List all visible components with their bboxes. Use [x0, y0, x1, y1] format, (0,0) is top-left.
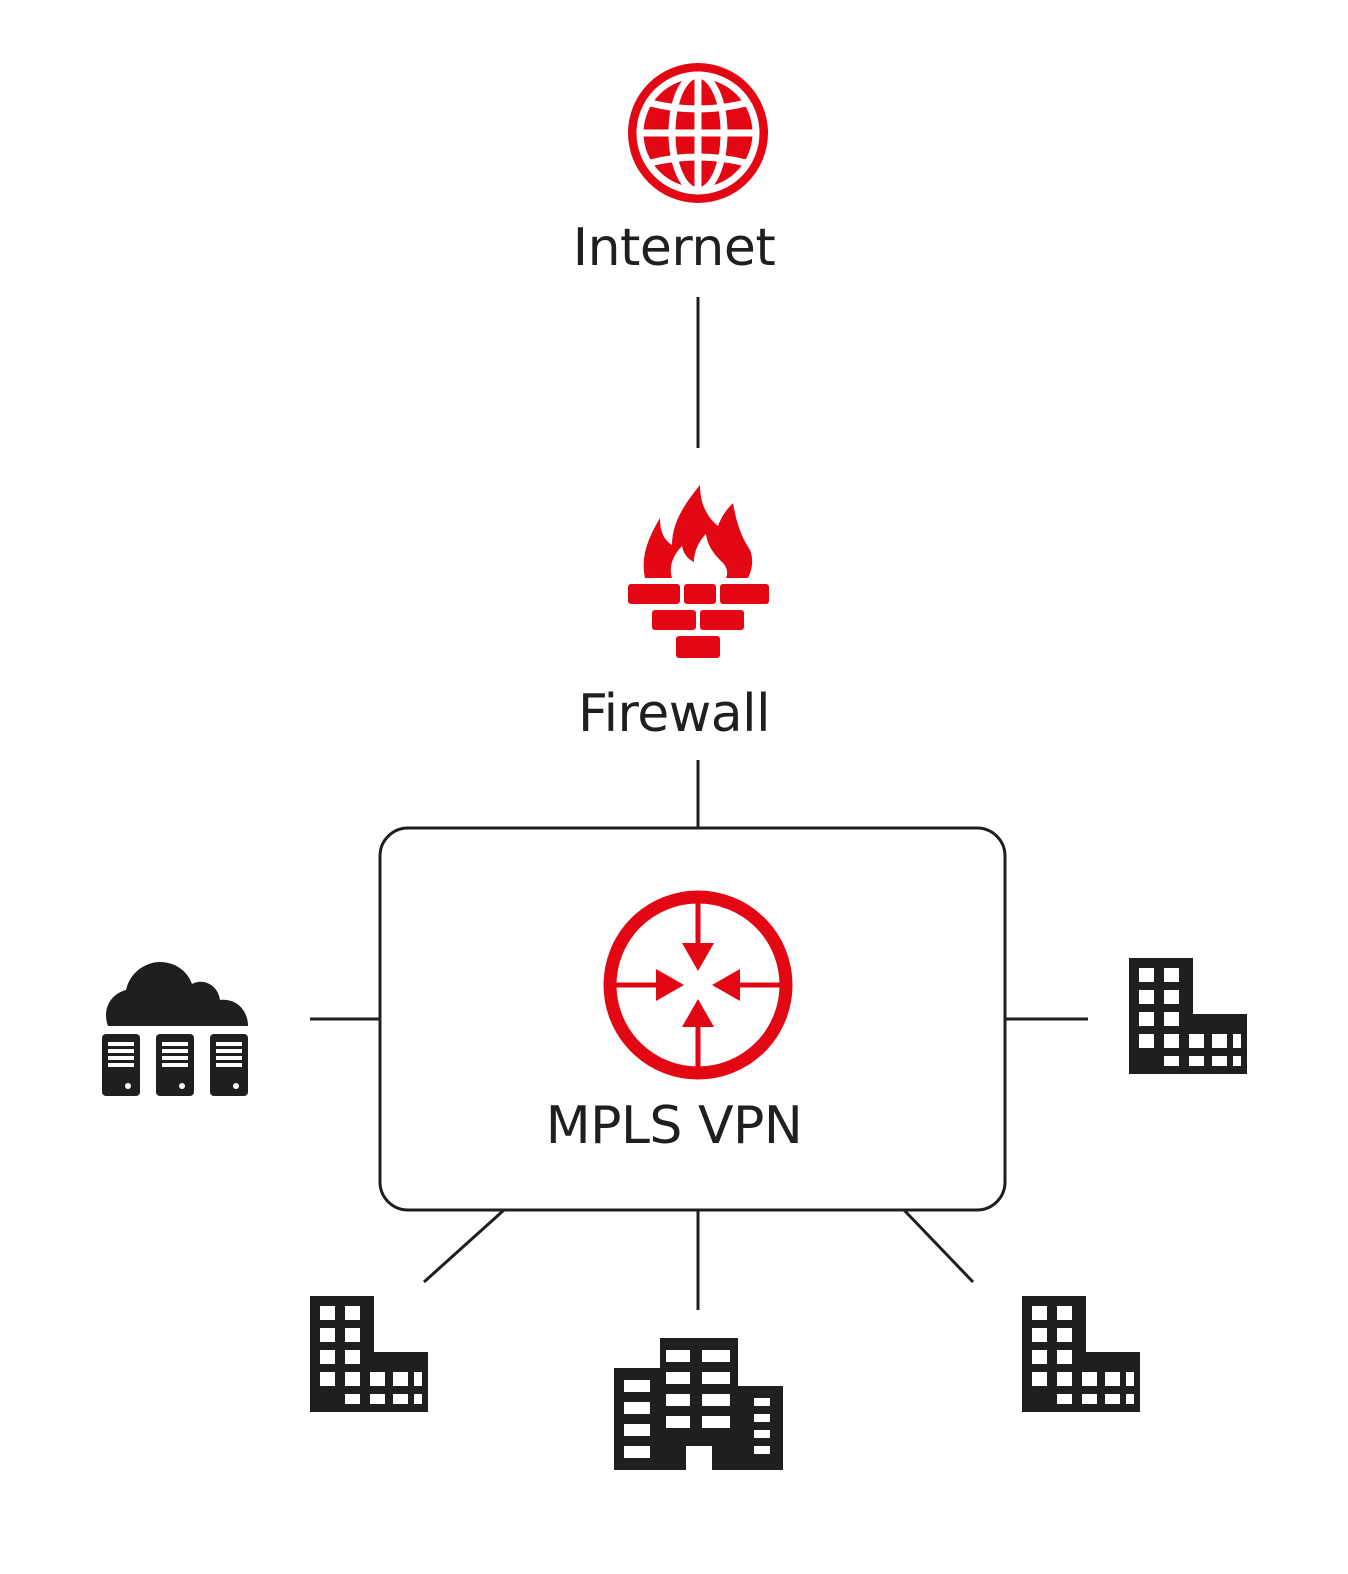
link-mpls-office-bottom-left: [422, 1208, 506, 1284]
firewall-label: Firewall: [577, 684, 771, 744]
firewall-icon: [628, 485, 769, 658]
office-building-icon: [1022, 1296, 1140, 1412]
office-building-icon: [310, 1296, 428, 1412]
globe-icon: [628, 63, 768, 203]
office-building-icon: [1129, 958, 1247, 1074]
crosshair-arrows-icon: [603, 890, 793, 1080]
mpls-vpn-label: MPLS VPN: [545, 1096, 803, 1156]
cloud-servers-icon: [100, 962, 250, 1096]
internet-label: Internet: [572, 218, 776, 278]
tall-buildings-icon: [614, 1338, 783, 1470]
link-mpls-office-bottom-right: [902, 1208, 975, 1284]
